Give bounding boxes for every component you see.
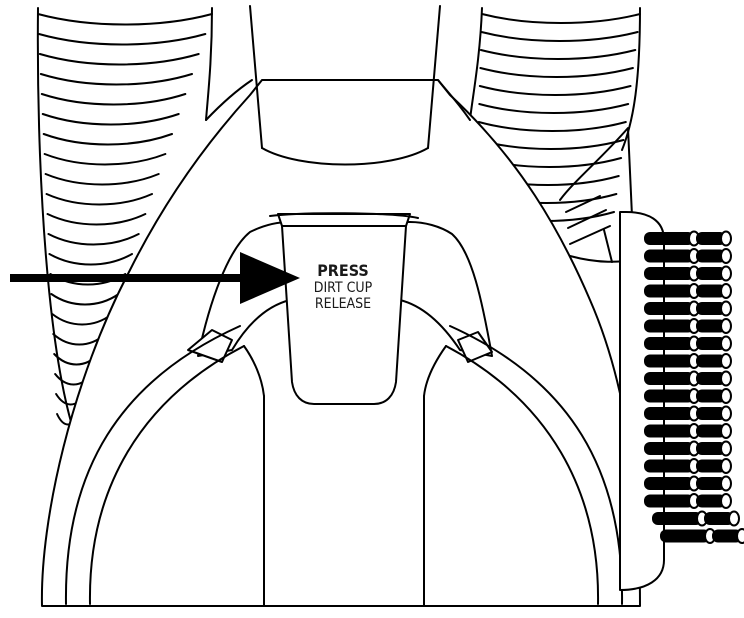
cord-coil — [644, 495, 694, 508]
hose-rib — [40, 54, 199, 65]
cord-coil-end — [721, 354, 731, 368]
hose-rib — [479, 104, 628, 113]
cord-coil — [644, 425, 694, 438]
cord-coil — [644, 250, 694, 263]
hose-rib — [480, 86, 631, 95]
cord-coil — [644, 285, 694, 298]
hose-rib — [47, 194, 152, 205]
hose-rib — [48, 234, 138, 245]
hose-rib — [480, 68, 633, 77]
cord-coil-end — [721, 337, 731, 351]
hose-rib — [43, 114, 179, 125]
hose-rib — [44, 134, 172, 145]
cord-coil-end — [721, 442, 731, 456]
hose-rib — [42, 94, 186, 105]
hose-rib — [481, 32, 637, 41]
hose-rib — [48, 214, 146, 225]
cord-coil-end — [721, 389, 731, 403]
cord-coil — [644, 232, 694, 245]
cord-coil — [644, 407, 694, 420]
cord-coil-end — [721, 284, 731, 298]
hose-rib — [39, 34, 205, 45]
cord-coil-end — [721, 249, 731, 263]
hose-rib — [479, 122, 626, 131]
cord-coil-end — [721, 424, 731, 438]
cord-coil — [660, 530, 710, 543]
hose-rib — [482, 14, 640, 23]
cord-coil-end — [737, 529, 744, 543]
cord-coil — [644, 460, 694, 473]
cord-coil-end — [721, 372, 731, 386]
cord-coil — [644, 267, 694, 280]
cord-coil — [644, 477, 694, 490]
hose-rib — [52, 314, 112, 325]
hose-rib — [38, 14, 212, 25]
cord-coil-end — [721, 407, 731, 421]
hose-rib — [41, 74, 192, 85]
cord-coil-end — [729, 512, 739, 526]
label-dirt-cup: DIRT CUP — [314, 280, 373, 296]
hose-rib — [49, 254, 132, 265]
cord-coil — [644, 390, 694, 403]
hose-rib — [51, 294, 118, 305]
cord-coil — [652, 512, 702, 525]
cord-coil-end — [721, 267, 731, 281]
cord-coil — [644, 320, 694, 333]
cord-coil-end — [721, 232, 731, 246]
cord-coil — [644, 355, 694, 368]
cord-coil-end — [721, 459, 731, 473]
cord-coil — [644, 302, 694, 315]
cord-coil-end — [721, 302, 731, 316]
label-release: RELEASE — [315, 296, 371, 312]
cord-coil — [644, 337, 694, 350]
cord-coil-end — [721, 494, 731, 508]
cord-coil-end — [721, 477, 731, 491]
hose-rib — [46, 174, 159, 185]
label-press: PRESS — [317, 261, 368, 280]
hose-rib — [45, 154, 166, 165]
cord-coil — [644, 442, 694, 455]
hose-rib — [481, 50, 635, 59]
cord-coil — [644, 372, 694, 385]
cord-coil-end — [721, 319, 731, 333]
